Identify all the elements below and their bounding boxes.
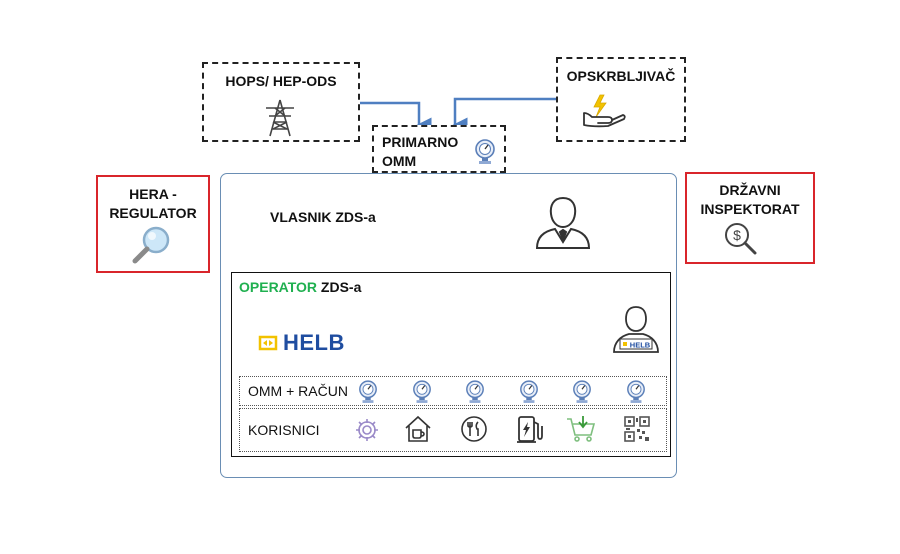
operator-label-rest: ZDS-a (317, 279, 362, 295)
drzavni-inspektorat-box: DRŽAVNI INSPEKTORAT $ (685, 172, 815, 264)
restaurant-icon (461, 416, 487, 442)
drzavni-line2: INSPEKTORAT (700, 201, 800, 217)
operator-zds-box (231, 272, 671, 457)
dollar-magnifier-icon: $ (725, 223, 757, 255)
omm-racun-label: OMM + RAČUN (248, 383, 348, 399)
house-cup-icon (405, 415, 431, 442)
gear-icon (356, 419, 378, 441)
qr-code-icon (624, 416, 650, 442)
magnifier-icon (132, 226, 170, 264)
meter-icon (573, 380, 591, 403)
helb-logo-text: HELB (283, 330, 345, 355)
meter-icon (519, 380, 538, 403)
omm-racun-row: OMM + RAČUN (239, 376, 667, 406)
helb-logo-icon (258, 335, 278, 351)
meter-icon (626, 380, 645, 403)
operator-label: OPERATOR ZDS-a (239, 279, 361, 295)
meter-icon (412, 380, 431, 403)
opskrbljivac-connector (452, 97, 556, 133)
drzavni-line1: DRŽAVNI (719, 182, 781, 198)
meter-icon (466, 380, 484, 403)
hops-box: HOPS/ HEP-ODS (202, 62, 360, 142)
helb-operator-person-icon: HELB (613, 306, 659, 353)
hera-line1: HERA - (129, 186, 177, 202)
helb-logo: HELB (258, 330, 345, 356)
hops-connector (360, 101, 432, 133)
korisnici-row: KORISNICI (239, 408, 667, 452)
meter-icon (359, 380, 377, 403)
shopping-cart-icon (567, 416, 596, 442)
primarno-line1: PRIMARNO (382, 134, 459, 150)
primarno-omm-box: PRIMARNO OMM (372, 125, 506, 173)
ev-charger-icon (517, 416, 543, 443)
operator-label-green: OPERATOR (239, 279, 318, 295)
power-tower-icon (266, 99, 294, 137)
businessman-icon (535, 196, 591, 249)
hops-title: HOPS/ HEP-ODS (225, 73, 337, 89)
opskrbljivac-box: OPSKRBLJIVAČ (556, 57, 686, 142)
opskrbljivac-title: OPSKRBLJIVAČ (566, 68, 676, 84)
vlasnik-label: VLASNIK ZDS-a (270, 209, 376, 225)
svg-text:$: $ (733, 227, 741, 243)
hera-line2: REGULATOR (109, 205, 197, 221)
meter-icon (475, 139, 495, 164)
hera-regulator-box: HERA - REGULATOR (96, 175, 210, 273)
hand-energy-icon (583, 94, 626, 128)
korisnici-label: KORISNICI (248, 422, 320, 438)
helb-badge-text: HELB (630, 341, 651, 350)
primarno-line2: OMM (382, 153, 417, 169)
